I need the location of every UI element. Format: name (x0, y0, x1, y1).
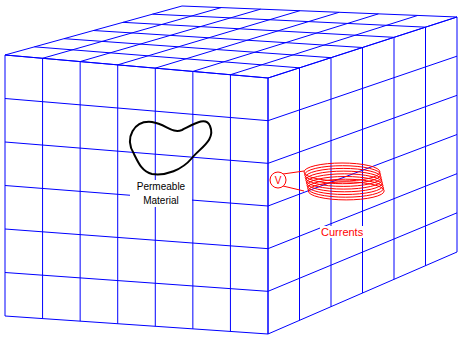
voltage-source: V (269, 171, 287, 190)
region-label: Permeable Material (130, 180, 192, 207)
grid-line (268, 56, 457, 121)
grid-line (268, 17, 457, 78)
grid-line (268, 252, 457, 334)
source-symbol-label: V (269, 174, 287, 188)
grid-line (5, 273, 268, 292)
mesh-grid (5, 6, 457, 334)
grid-line (35, 47, 300, 68)
grid-line (5, 229, 268, 249)
region-outline-path (130, 121, 211, 174)
grid-line (268, 135, 457, 207)
grid-line (5, 99, 268, 121)
grid-line (64, 39, 331, 58)
grid-line (5, 55, 268, 78)
lead-wire (283, 171, 304, 174)
grid-line (182, 6, 457, 17)
grid-line (94, 31, 363, 48)
grid-line (5, 316, 268, 334)
grid-line (153, 14, 426, 27)
material-region: Permeable Material (122, 114, 217, 209)
grid-line (268, 95, 457, 163)
source-circle-shape (270, 172, 286, 188)
coil (304, 163, 384, 200)
lead-wire (283, 186, 304, 191)
coil-winding (308, 182, 384, 200)
grid-line (5, 55, 268, 78)
coil-label: Currents (320, 226, 364, 238)
grid-line (268, 213, 457, 292)
